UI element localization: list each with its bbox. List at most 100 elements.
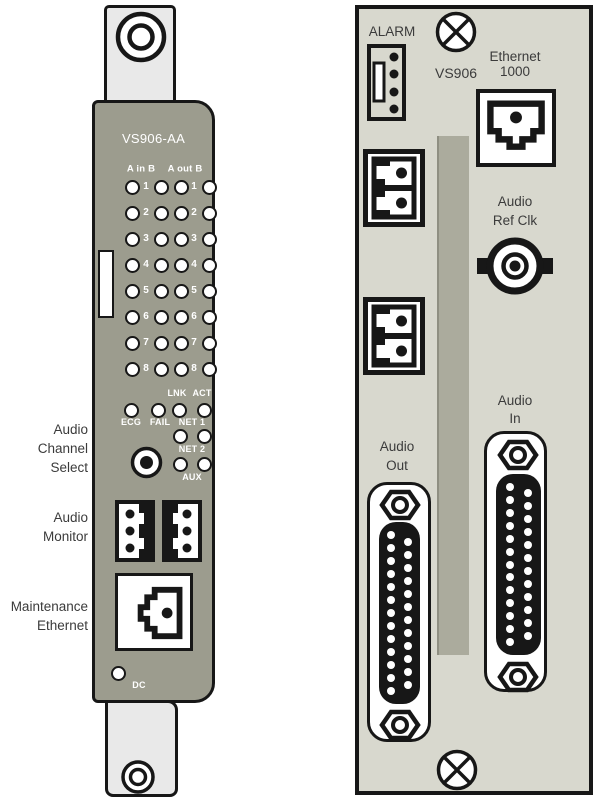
net2-label: NET 2 [178,444,206,454]
channel-3-led [124,232,140,247]
db25-pin [505,495,514,504]
channel-number: 3 [191,233,197,244]
channel-6-led [153,310,169,325]
maintenance-ethernet-port [115,573,193,651]
rj45-symbol-icon [137,586,183,640]
audio-monitor-connector [162,500,202,562]
column-label-a-in-b: A in B [126,163,156,175]
card-edge-slot [98,250,114,318]
channel-4-led [201,258,217,273]
audio-out-db25-connector [367,482,431,742]
channel-number: 3 [143,233,149,244]
db25-pin [505,638,514,646]
ecg-led [123,402,139,418]
column-label-a-out-b: A out B [167,163,203,175]
db25-pin [387,557,396,565]
channel-6-led [124,310,140,325]
db25-pin [387,531,396,539]
channel-8-led [124,362,140,377]
rj45-symbol-icon [487,100,545,150]
db25-pin [387,674,396,682]
net1-act-led [196,402,212,418]
db25-pin [523,618,532,627]
audio-in-db25-connector [484,431,547,693]
channel-number: 8 [143,363,149,374]
alarm-connector [367,44,406,121]
channel-2-led [124,206,140,221]
net1-lnk-led [171,402,187,418]
db25-pin [523,502,532,511]
aux-label: AUX [182,472,202,482]
db25-pin [505,547,514,556]
channel-4-led [173,258,189,273]
channel-number: 4 [143,259,149,270]
channel-7-led [153,336,169,351]
ethernet-1000-port [476,89,556,167]
channel-number: 7 [143,337,149,348]
db25-pin [403,680,412,689]
channel-3-led [173,232,189,247]
channel-number: 4 [191,259,197,270]
db25-pin [505,625,514,634]
db25-pin [523,528,532,537]
aux-act-led [196,456,212,472]
db25-pin [387,648,396,656]
db25-pin [403,550,412,559]
screw-hole-icon [121,760,155,794]
fiber-lc-connector [363,297,425,375]
db25-pin [387,596,396,604]
net2-act-led [196,428,212,444]
fail-label: FAIL [149,417,171,427]
channel-2-led [153,206,169,221]
db25-pin [523,631,532,640]
db25-pin [505,534,514,543]
channel-number: 5 [143,285,149,296]
channel-number: 2 [191,207,197,218]
channel-select-button [130,446,163,479]
fiber-lc-connector [363,149,425,227]
channel-2-led [173,206,189,221]
db25-pin [505,573,514,582]
channel-number: 6 [191,311,197,322]
channel-number: 1 [191,181,197,192]
channel-number: 5 [191,285,197,296]
channel-5-led [173,284,189,299]
channel-8-led [173,362,189,377]
channel-number: 1 [143,181,149,192]
callout-audio-channel-select: Audio Channel Select [37,422,88,475]
db25-pin [403,641,412,650]
db25-pin [403,654,412,663]
channel-5-led [153,284,169,299]
channel-3-led [153,232,169,247]
channel-1-led [201,180,217,195]
front-model-label: VS906-AA [121,131,186,146]
bnc-connector [477,237,553,295]
channel-5-led [124,284,140,299]
channel-number: 7 [191,337,197,348]
channel-5-led [201,284,217,299]
db25-pin [523,592,532,601]
db25-pin-field [379,522,420,704]
audio-monitor-connector [115,500,155,562]
db25-pin [523,489,532,498]
db25-pin [403,628,412,637]
lnk-label: LNK [167,388,187,398]
db25-pin [523,554,532,563]
captive-screw-icon [435,11,477,53]
channel-number: 2 [143,207,149,218]
captive-screw-icon [436,749,478,791]
db25-pin [403,615,412,624]
net1-label: NET 1 [178,417,206,427]
rear-model-label: VS906 [434,65,478,81]
channel-8-led [201,362,217,377]
channel-1-led [173,180,189,195]
db25-pin [403,576,412,585]
callout-audio-monitor: Audio Monitor [42,510,88,544]
